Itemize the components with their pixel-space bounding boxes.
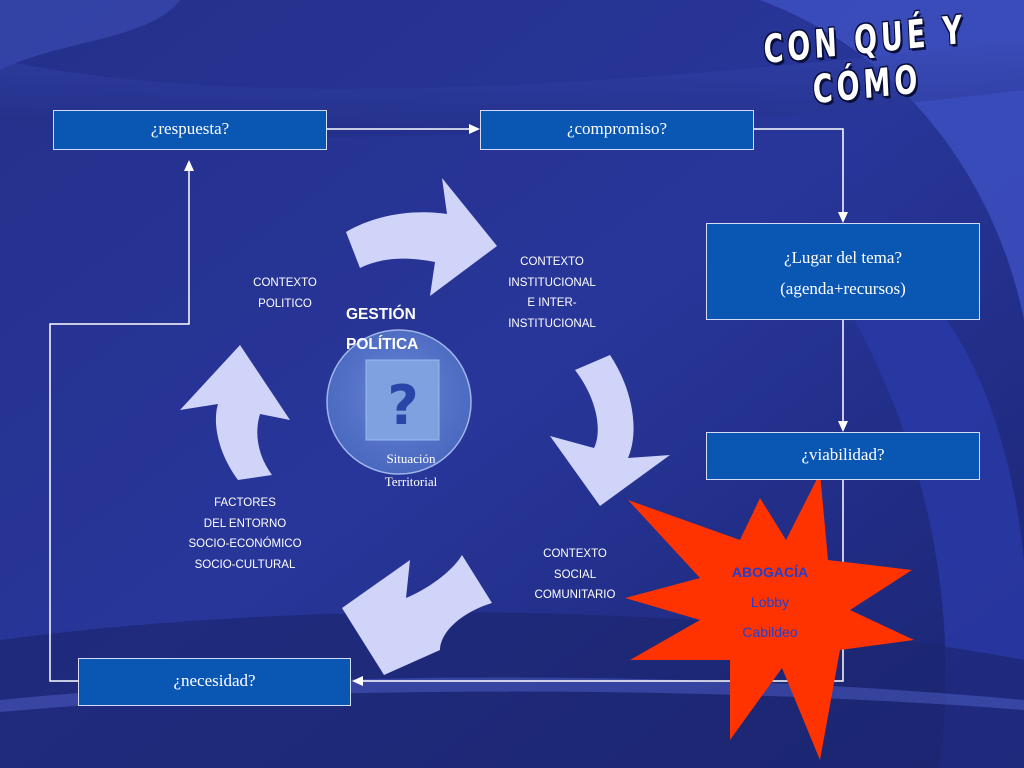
compromiso-box: ¿compromiso? [480,110,754,150]
arrowhead-up-icon [184,160,194,171]
factores-line4: SOCIO-CULTURAL [194,558,296,571]
contexto-politico-line1: CONTEXTO [253,277,317,289]
cycle-arrows [180,178,670,675]
starburst-shape [625,473,914,760]
compromiso-label: ¿compromiso? [566,119,668,138]
gestion-politica-label: GESTIÓN POLÍTICA [346,300,418,360]
situacion-line2: Territorial [384,474,438,489]
contexto-institucional-label: CONTEXTO INSTITUCIONAL E INTER- INSTITUC… [492,252,612,334]
gestion-line1: GESTIÓN [346,306,416,323]
necesidad-label: ¿necesidad? [173,671,256,690]
respuesta-box: ¿respuesta? [53,110,327,150]
arrowhead-right-icon [469,124,480,134]
connector-compromiso-lugar [754,128,844,214]
connector-arrowheads [184,124,848,686]
contexto-politico-label: CONTEXTO POLITICO [235,273,335,314]
starburst-text: ABOGACÍA Lobby Cabildeo [700,557,840,647]
contexto-social-line3: COMUNITARIO [534,589,616,601]
abogacia-label: ABOGACÍA [731,564,809,580]
curved-arrow-left-icon [180,345,290,480]
arrowhead-down-icon [838,421,848,432]
curved-arrow-bottom-icon [342,555,492,675]
necesidad-box: ¿necesidad? [78,658,351,706]
viabilidad-box: ¿viabilidad? [706,432,980,480]
respuesta-label: ¿respuesta? [150,119,230,138]
contexto-institucional-line3: E INTER- [527,297,577,309]
contexto-institucional-line4: INSTITUCIONAL [508,317,596,330]
question-mark-icon [365,359,440,441]
contexto-institucional-line2: INSTITUCIONAL [508,276,596,289]
contexto-politico-line2: POLITICO [258,297,312,310]
lobby-label: Lobby [750,594,790,610]
factores-line1: FACTORES [214,497,276,509]
connector-lines [49,128,844,682]
center-lens: ? [326,329,472,475]
factores-line3: SOCIO-ECONÓMICO [188,538,302,550]
lugar-label-line2: (agenda+recursos) [780,279,906,298]
viabilidad-label: ¿viabilidad? [801,445,885,464]
connector-necesidad-respuesta [49,170,190,682]
factores-line2: DEL ENTORNO [203,517,287,530]
situacion-line1: Situación [386,451,436,466]
curved-arrow-top-icon [346,178,497,296]
arrowhead-down-icon [838,212,848,223]
connector-viabilidad-necesidad [362,480,844,682]
gestion-line2: POLÍTICA [346,336,419,353]
contexto-institucional-line1: CONTEXTO [520,256,584,268]
lugar-label-line1: ¿Lugar del tema? [784,248,902,267]
arrowhead-left-icon [352,676,363,686]
contexto-social-label: CONTEXTO SOCIAL COMUNITARIO [520,544,630,606]
factores-entorno-label: FACTORES DEL ENTORNO SOCIO-ECONÓMICO SOC… [180,493,310,575]
cabildeo-label: Cabildeo [742,624,798,640]
question-mark-glyph: ? [387,374,418,437]
lugar-del-tema-box: ¿Lugar del tema? (agenda+recursos) [706,223,980,320]
contexto-social-line1: CONTEXTO [543,548,607,560]
situacion-territorial-label: Situación Territorial [372,447,450,493]
curved-arrow-right-icon [550,355,670,506]
contexto-social-line2: SOCIAL [553,568,597,581]
